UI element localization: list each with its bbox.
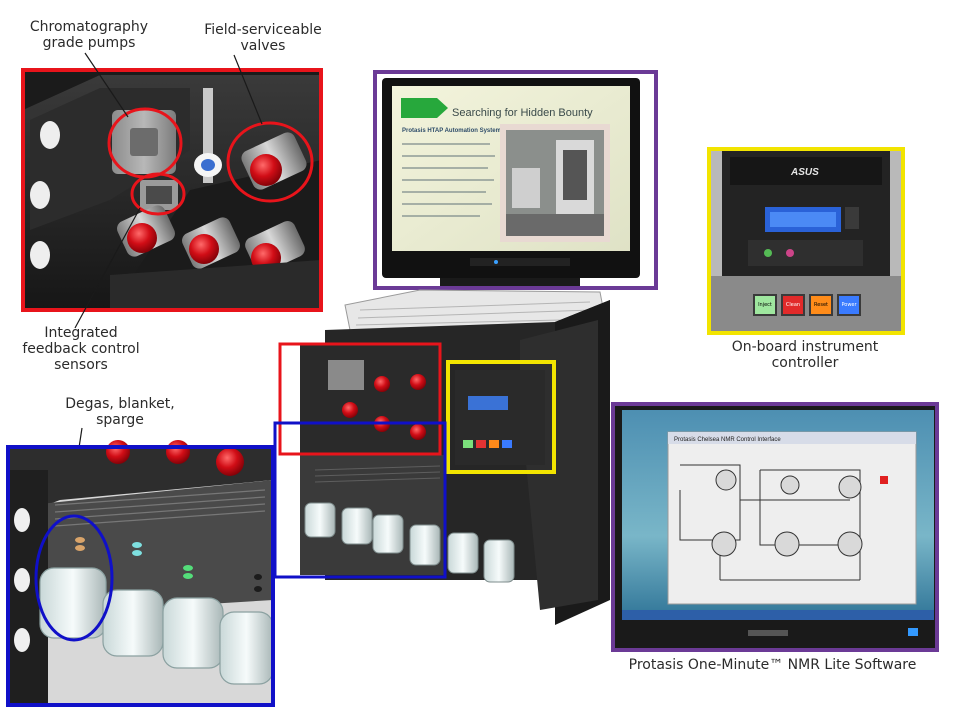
power-button[interactable]: Power xyxy=(837,294,861,316)
controller-brand: ASUS xyxy=(790,167,819,178)
slide-title: Searching for Hidden Bounty xyxy=(452,107,593,119)
label-pumps: Chromatography grade pumps xyxy=(29,19,149,51)
pumps-closeup-photo xyxy=(21,68,323,312)
software-monitor-photo: Protasis Chelsea NMR Control Interface xyxy=(615,406,937,650)
degas-closeup-photo xyxy=(6,440,275,707)
controller-closeup-photo: ASUS xyxy=(711,151,901,331)
label-degas: Degas, blanket, sparge xyxy=(65,396,175,428)
label-valves: Field-serviceable valves xyxy=(204,22,322,54)
software-window-title: Protasis Chelsea NMR Control Interface xyxy=(674,437,781,443)
label-software: Protasis One-Minute™ NMR Lite Software xyxy=(628,657,917,673)
valve-caps xyxy=(117,132,307,273)
label-sensors: Integrated feedback control sensors xyxy=(22,325,140,373)
main-monitor: Searching for Hidden Bounty Protasis HTA… xyxy=(382,78,640,288)
controller-buttons: Inject Clean Reset Power xyxy=(753,294,863,320)
clean-button[interactable]: Clean xyxy=(781,294,805,316)
inject-button[interactable]: Inject xyxy=(753,294,777,316)
slide-subtitle: Protasis HTAP Automation System xyxy=(402,128,501,134)
reset-button[interactable]: Reset xyxy=(809,294,833,316)
cart-body xyxy=(300,300,610,625)
label-controller: On-board instrument controller xyxy=(731,339,879,371)
